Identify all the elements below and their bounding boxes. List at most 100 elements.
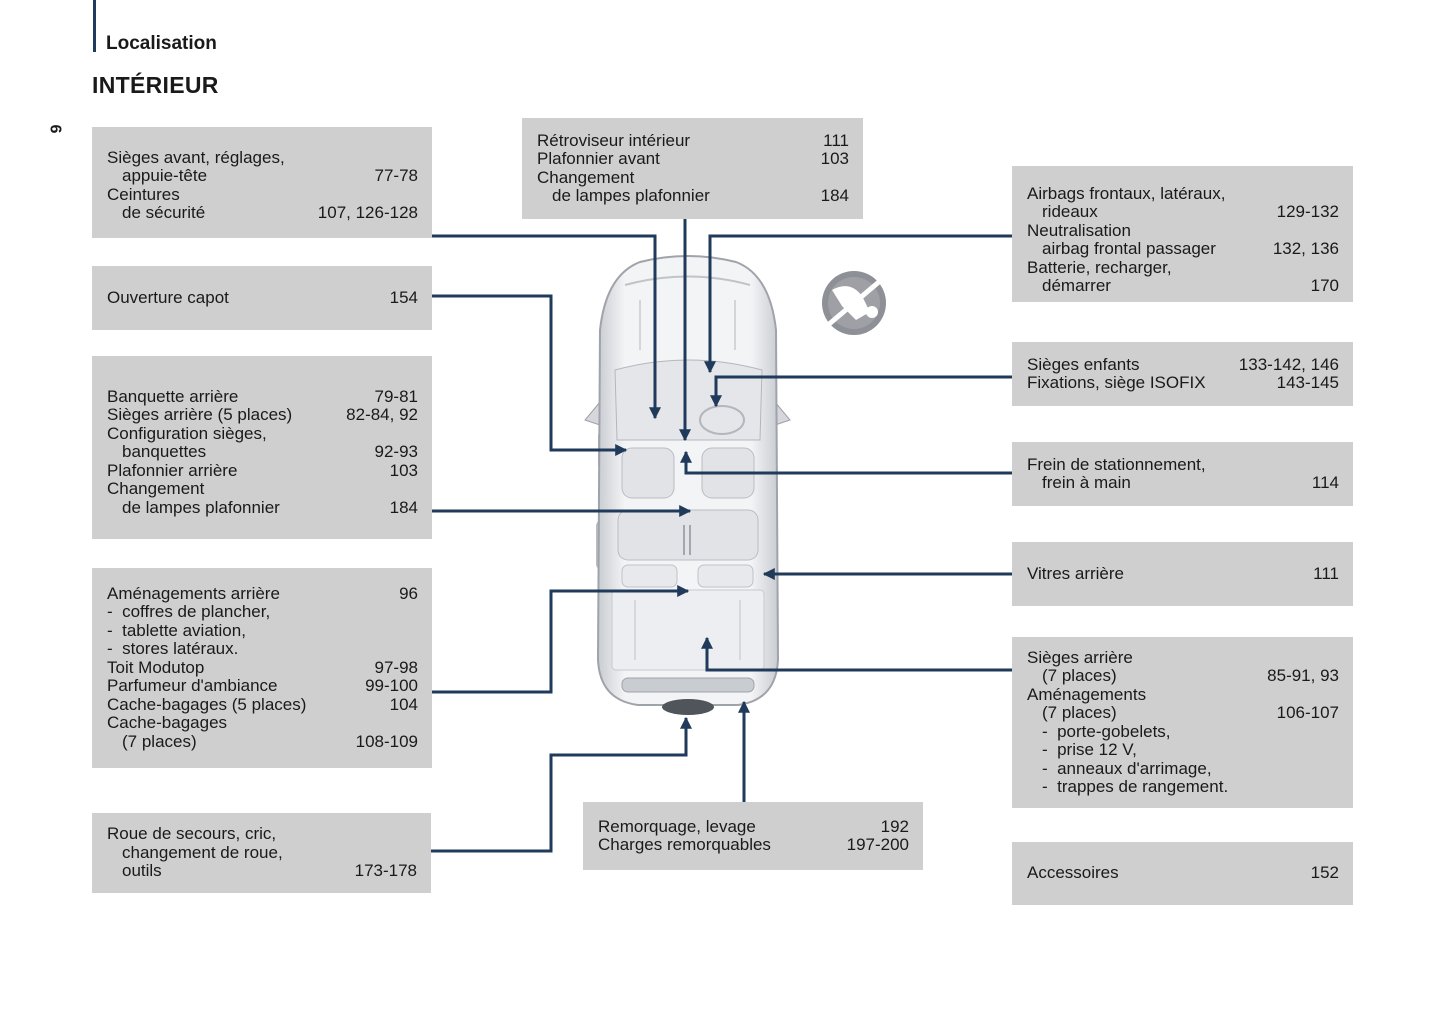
entry-label: - prise 12 V, <box>1042 740 1137 759</box>
entry-label: Configuration sièges, <box>107 423 267 443</box>
index-entry: (7 places) 108-109 <box>107 731 418 752</box>
entry-label: Plafonnier avant <box>537 149 660 168</box>
section-label: Localisation <box>106 33 217 54</box>
entry-label: (7 places) <box>122 731 197 751</box>
index-entry: (7 places) 106-107 <box>1027 703 1339 723</box>
entry-label: démarrer <box>1042 276 1111 295</box>
entry-page: 184 <box>389 497 418 517</box>
index-entry: Accessoires 152 <box>1027 864 1339 883</box>
box-accessories: Accessoires 152 <box>1012 842 1353 905</box>
entry-label: Accessoires <box>1027 863 1119 883</box>
entry-page: 143-145 <box>1276 373 1339 392</box>
box-rear-windows: Vitres arrière 111 <box>1012 542 1353 606</box>
entry-label: - trappes de rangement. <box>1042 777 1229 796</box>
index-entry: de lampes plafonnier 184 <box>537 186 849 206</box>
entry-page: 184 <box>820 186 849 205</box>
entry-label: Ceintures <box>107 184 180 204</box>
entry-label: Vitres arrière <box>1027 563 1124 583</box>
index-entry: de lampes plafonnier 184 <box>107 497 418 518</box>
entry-page: 99-100 <box>365 676 418 696</box>
box-spare-wheel: Roue de secours, cric,changement de roue… <box>92 813 431 893</box>
entry-label: changement de roue, <box>122 842 283 862</box>
entry-page: 132, 136 <box>1272 239 1339 258</box>
index-entry: Sièges arrière (5 places)82-84, 92 <box>107 406 418 425</box>
index-entry: - coffres de plancher, <box>107 603 418 622</box>
entry-page: 133-142, 146 <box>1238 354 1339 374</box>
entry-label: banquettes <box>122 442 207 462</box>
entry-label: de lampes plafonnier <box>552 186 710 205</box>
entry-page: 108-109 <box>355 731 418 751</box>
entry-label: Sièges arrière <box>1027 647 1133 667</box>
entry-label: Sièges enfants <box>1027 354 1140 374</box>
entry-label: Aménagements <box>1027 684 1147 704</box>
entry-label: Roue de secours, cric, <box>107 824 277 844</box>
entry-page: 111 <box>823 130 849 150</box>
index-entry: Airbags frontaux, latéraux, <box>1027 183 1339 204</box>
entry-page: 85-91, 93 <box>1267 666 1339 685</box>
header-rule <box>93 0 96 52</box>
entry-label: - porte-gobelets, <box>1042 721 1171 741</box>
index-entry: (7 places) 85-91, 93 <box>1027 666 1339 686</box>
entry-page: 192 <box>880 816 909 836</box>
entry-label: Changement <box>107 479 205 499</box>
entry-label: Airbags frontaux, latéraux, <box>1027 183 1226 203</box>
index-entry: Sièges arrière <box>1027 647 1339 668</box>
entry-page: 77-78 <box>374 166 418 185</box>
entry-label: Cache-bagages <box>107 713 228 733</box>
index-entry: Roue de secours, cric, <box>107 825 417 844</box>
index-entry: Cache-bagages <box>107 714 418 733</box>
entry-label: - stores latéraux. <box>107 639 239 659</box>
entry-label: Fixations, siège ISOFIX <box>1027 373 1206 392</box>
index-entry: Changement <box>107 480 418 499</box>
page-title: INTÉRIEUR <box>92 72 219 98</box>
entry-label: (7 places) <box>1042 703 1117 722</box>
entry-label: Plafonnier arrière <box>107 460 238 480</box>
entry-label: Remorquage, levage <box>598 816 756 836</box>
entry-label: outils <box>122 861 162 881</box>
entry-label: Sièges arrière (5 places) <box>107 405 293 425</box>
entry-label: Frein de stationnement, <box>1027 454 1206 474</box>
entry-label: - tablette aviation, <box>107 620 246 640</box>
index-entry: Batterie, recharger, <box>1027 258 1339 278</box>
index-entry: - prise 12 V, <box>1027 740 1339 760</box>
index-entry: Sièges enfants 133-142, 146 <box>1027 354 1339 375</box>
child-seat-icon <box>822 271 886 335</box>
entry-label: Banquette arrière <box>107 386 239 406</box>
entry-label: de lampes plafonnier <box>122 497 280 517</box>
entry-page: 106-107 <box>1276 703 1339 722</box>
entry-label: Cache-bagages (5 places) <box>107 694 307 714</box>
index-entry: Changement <box>537 168 849 188</box>
entry-label: Charges remorquables <box>598 835 771 854</box>
index-entry: Charges remorquables 197-200 <box>598 835 909 855</box>
entry-page: 111 <box>1313 563 1339 583</box>
entry-label: (7 places) <box>1042 666 1117 685</box>
entry-label: frein à main <box>1042 473 1131 492</box>
index-entry: - tablette aviation, <box>107 620 418 641</box>
entry-page: 152 <box>1310 863 1339 883</box>
entry-page: 170 <box>1310 276 1339 295</box>
entry-page: 103 <box>820 149 849 168</box>
entry-page: 96 <box>399 583 418 603</box>
entry-label: Rétroviseur intérieur <box>537 130 691 150</box>
entry-page: 129-132 <box>1276 202 1339 221</box>
index-entry: Aménagements <box>1027 684 1339 705</box>
entry-page: 197-200 <box>846 835 909 854</box>
entry-label: - coffres de plancher, <box>107 602 271 622</box>
index-entry: changement de roue, <box>107 842 417 863</box>
entry-label: Toit Modutop <box>107 657 205 677</box>
